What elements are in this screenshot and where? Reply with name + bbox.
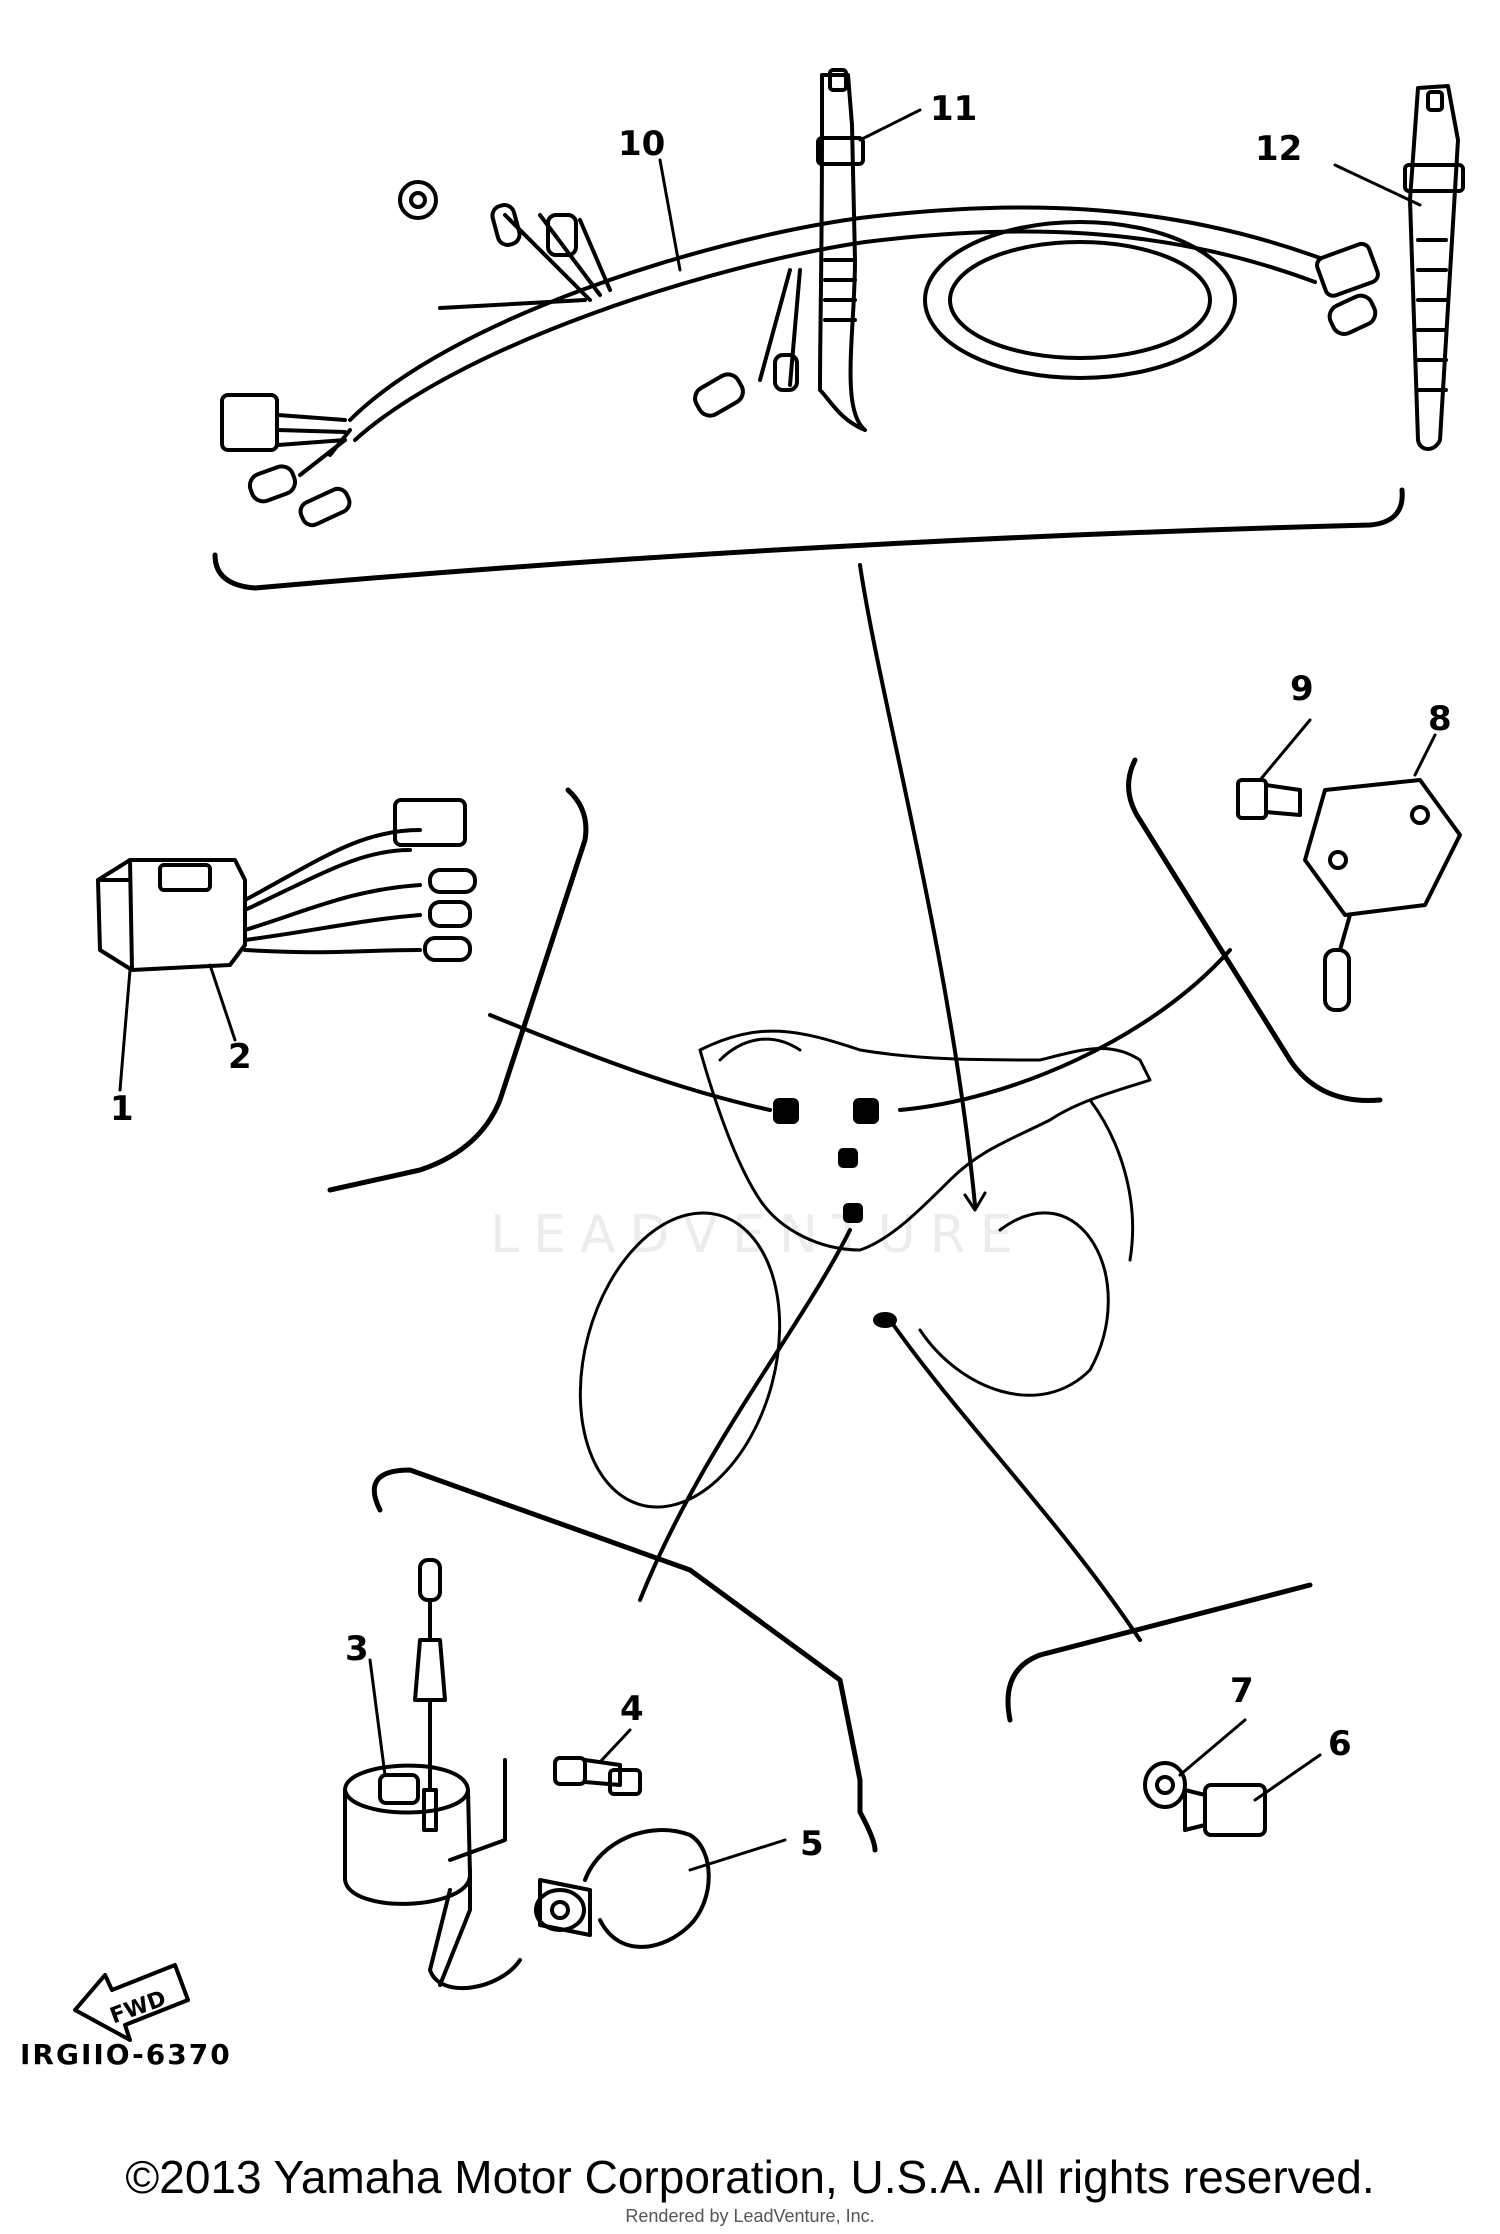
rendered-by-notice: Rendered by LeadVenture, Inc. <box>625 2206 875 2226</box>
fwd-label: FWD <box>107 1986 170 2029</box>
bolt-9 <box>1236 778 1268 820</box>
ignition-coil-group <box>343 1467 878 1991</box>
callout-11: 11 <box>930 89 977 129</box>
harness-coil-loop <box>923 220 1237 380</box>
diagram-code: IRGIIO-6370 <box>20 2038 232 2071</box>
mounting-group <box>1126 757 1462 1103</box>
callout-2: 2 <box>228 1037 252 1077</box>
relay-group <box>96 787 589 1193</box>
callout-10: 10 <box>618 124 665 164</box>
washer-7 <box>1143 1761 1187 1809</box>
spark-plug-cap-5 <box>583 1828 711 1949</box>
relay-body <box>96 858 247 972</box>
copyright-notice: ©2013 Yamaha Motor Corporation, U.S.A. A… <box>125 2151 1375 2203</box>
cable-band-11 <box>816 68 867 432</box>
relay-group-bracket <box>327 787 589 1193</box>
motorcycle-outline <box>578 1029 1152 1509</box>
harness-group-bracket <box>212 487 1405 591</box>
bolt-4 <box>553 1756 587 1786</box>
ring-terminal <box>398 180 438 220</box>
callout-6: 6 <box>1328 1724 1352 1764</box>
wire-harness-main-cable <box>348 205 1322 422</box>
callout-9: 9 <box>1290 669 1314 709</box>
relay-coupler <box>393 798 467 847</box>
mounting-group-bracket <box>1126 757 1383 1103</box>
front-wheel <box>578 1211 782 1509</box>
callout-leaders <box>118 108 1437 1872</box>
coil-group-bracket <box>371 1467 878 1853</box>
bolt-6 <box>1203 1783 1267 1837</box>
ignition-coil-3 <box>343 1763 472 1906</box>
mounting-plate-8 <box>1303 778 1462 917</box>
callout-7: 7 <box>1230 1671 1254 1711</box>
forward-arrow-icon: FWD <box>73 1963 190 2042</box>
callout-5: 5 <box>800 1824 824 1864</box>
leader-lines <box>488 563 1232 1642</box>
callout-12: 12 <box>1255 129 1302 169</box>
frame-outline <box>698 1029 1152 1252</box>
callout-4: 4 <box>620 1689 644 1729</box>
callout-1: 1 <box>110 1089 134 1129</box>
callout-8: 8 <box>1428 699 1452 739</box>
rear-wheel <box>918 1211 1110 1397</box>
harness-coupler-left <box>220 393 279 452</box>
fastener-group <box>1005 1582 1313 1837</box>
callout-numbers: 1 2 3 4 5 6 7 8 9 10 11 12 <box>110 89 1452 1864</box>
callout-3: 3 <box>345 1629 369 1669</box>
cable-band-12 <box>1403 84 1465 451</box>
wire-harness-group <box>212 180 1405 591</box>
fastener-group-bracket <box>1005 1582 1313 1723</box>
